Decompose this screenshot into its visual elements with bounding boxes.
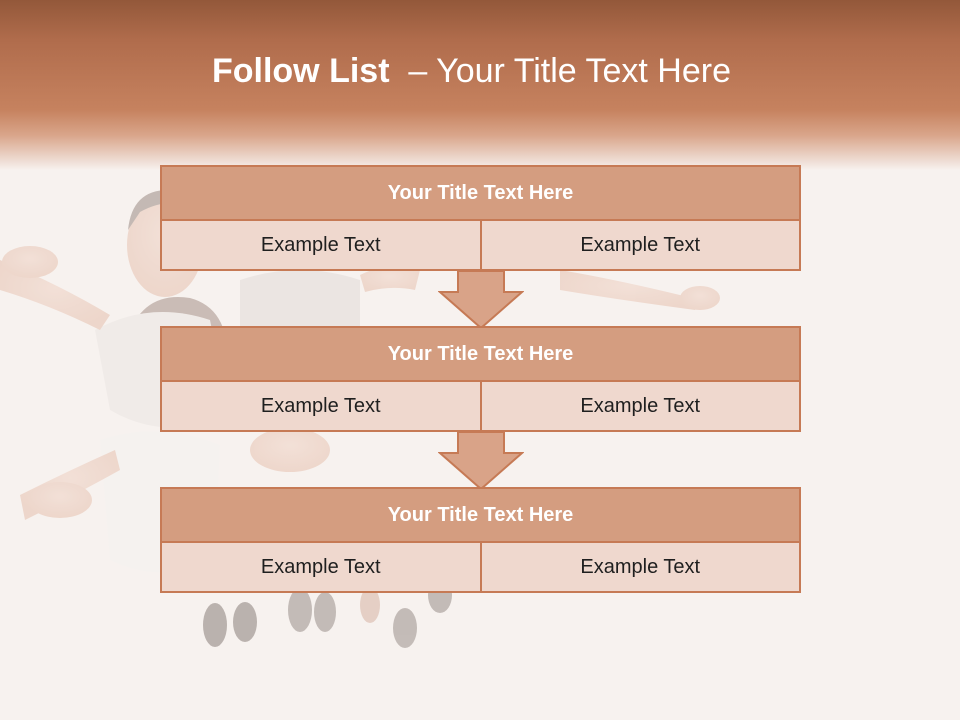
block-row: Example Text Example Text <box>160 221 801 271</box>
header-band <box>0 0 960 170</box>
slide-title-light: – Your Title Text Here <box>389 52 731 90</box>
block-cell-right: Example Text <box>480 382 801 432</box>
block-title: Your Title Text Here <box>160 165 801 221</box>
block-row: Example Text Example Text <box>160 543 801 593</box>
slide-title: Follow List – Your Title Text Here <box>0 52 943 91</box>
down-arrow-icon <box>438 431 524 491</box>
slide-title-bold: Follow List <box>211 52 390 90</box>
block-title: Your Title Text Here <box>160 326 801 382</box>
block-cell-left: Example Text <box>160 382 481 432</box>
list-block-3: Your Title Text Here Example Text Exampl… <box>160 487 801 593</box>
block-row: Example Text Example Text <box>160 382 801 432</box>
block-cell-right: Example Text <box>480 543 801 593</box>
block-cell-left: Example Text <box>160 543 481 593</box>
list-block-2: Your Title Text Here Example Text Exampl… <box>160 326 801 432</box>
block-cell-left: Example Text <box>160 221 481 271</box>
block-cell-right: Example Text <box>480 221 801 271</box>
down-arrow-icon <box>438 270 524 330</box>
list-block-1: Your Title Text Here Example Text Exampl… <box>160 165 801 271</box>
block-title: Your Title Text Here <box>160 487 801 543</box>
